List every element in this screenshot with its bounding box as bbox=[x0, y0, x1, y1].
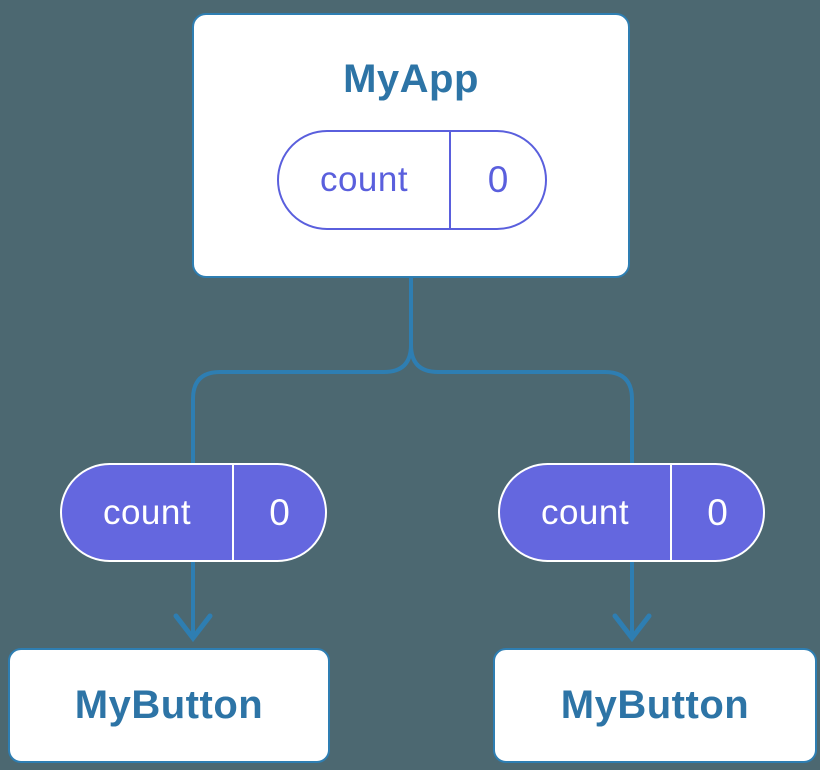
left-child-state-pill: count 0 bbox=[60, 463, 327, 562]
mybutton-left-title: MyButton bbox=[74, 683, 264, 727]
mybutton-card-right: MyButton bbox=[493, 648, 817, 763]
mybutton-card-left: MyButton bbox=[8, 648, 330, 763]
right-child-state-name: count bbox=[500, 465, 672, 560]
arrowhead-left-icon bbox=[173, 613, 213, 643]
mybutton-right-title: MyButton bbox=[560, 683, 750, 727]
arrowhead-right-icon bbox=[612, 613, 652, 643]
right-child-state-value: 0 bbox=[707, 491, 728, 533]
left-child-state-value: 0 bbox=[269, 491, 290, 533]
tree-branch-path bbox=[191, 278, 634, 637]
root-state-value: 0 bbox=[487, 159, 509, 200]
root-state-pill: count 0 bbox=[277, 130, 547, 230]
left-child-state-name: count bbox=[62, 465, 234, 560]
myapp-title: MyApp bbox=[343, 57, 479, 101]
right-child-state-pill: count 0 bbox=[498, 463, 765, 562]
root-state-name: count bbox=[279, 132, 451, 228]
